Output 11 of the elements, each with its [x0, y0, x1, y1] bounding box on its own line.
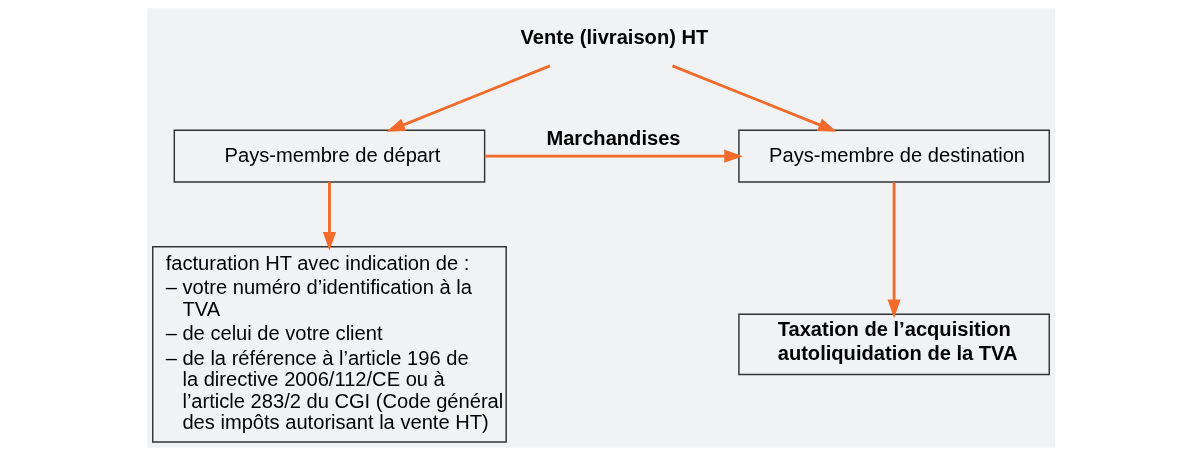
node-box: facturation HT avec indication de : – votre numéro d’identification à la TVA – de celui de votre client – de la référence à l’article 196 de la directive 2006/112/CE ou à l’article 283/2 du CGI (Code général des impôts autorisant la vente HT): [151, 245, 507, 443]
arrow: [484, 149, 743, 163]
edge-label: Marchandises: [545, 126, 681, 149]
arrow: [887, 182, 901, 319]
node-box: Taxation de l’acquisition autoliquidation de la TVA: [737, 313, 1050, 376]
node-box: Pays-membre de destination: [737, 129, 1050, 183]
arrow: [671, 64, 837, 132]
node-box: Pays-membre de départ: [173, 129, 485, 183]
arrow: [322, 182, 336, 251]
node-text: Vente (livraison) HT: [520, 26, 708, 49]
arrow: [385, 64, 550, 132]
